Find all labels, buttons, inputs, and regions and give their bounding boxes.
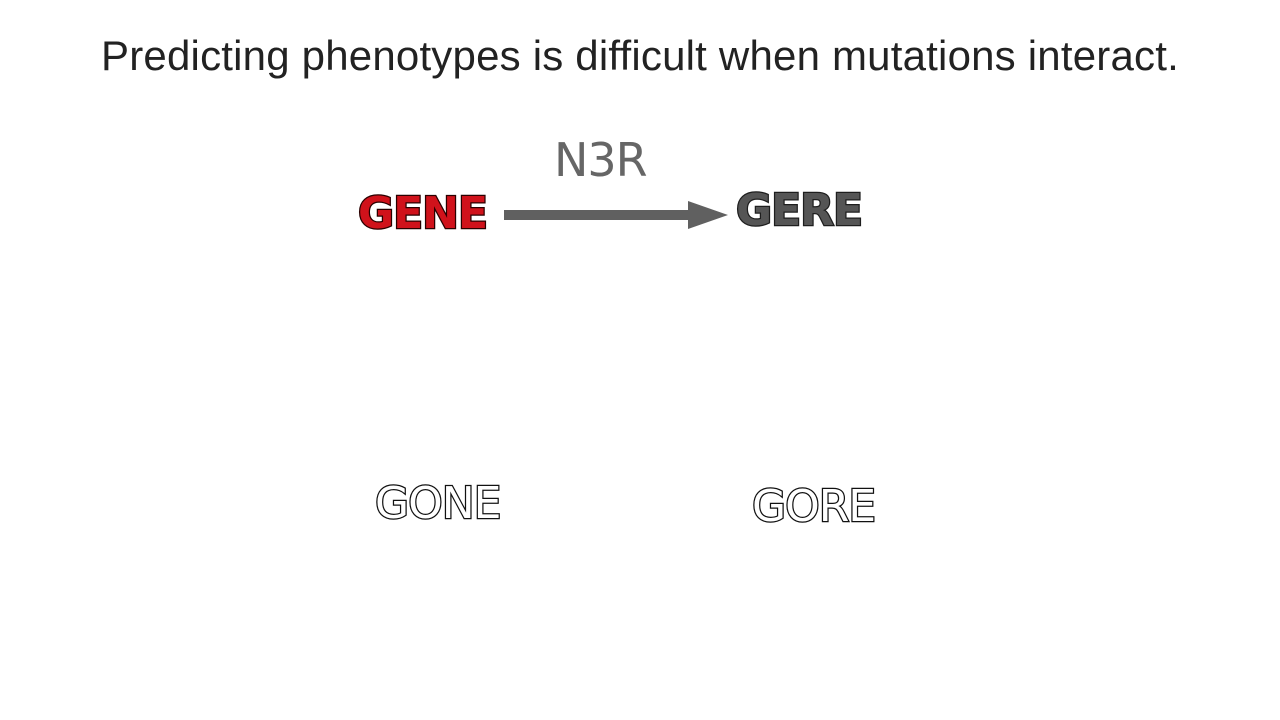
target-word: GERE bbox=[735, 185, 865, 236]
bottom-right-word: GORE bbox=[751, 481, 878, 532]
slide-title: Predicting phenotypes is difficult when … bbox=[101, 32, 1179, 79]
arrow-head bbox=[688, 201, 728, 229]
arrow-shaft bbox=[504, 210, 694, 220]
mutation-arrow bbox=[504, 201, 728, 229]
mutation-label: N3R bbox=[554, 133, 648, 187]
source-word: GENE bbox=[357, 188, 490, 239]
bottom-left-word: GONE bbox=[374, 478, 503, 529]
